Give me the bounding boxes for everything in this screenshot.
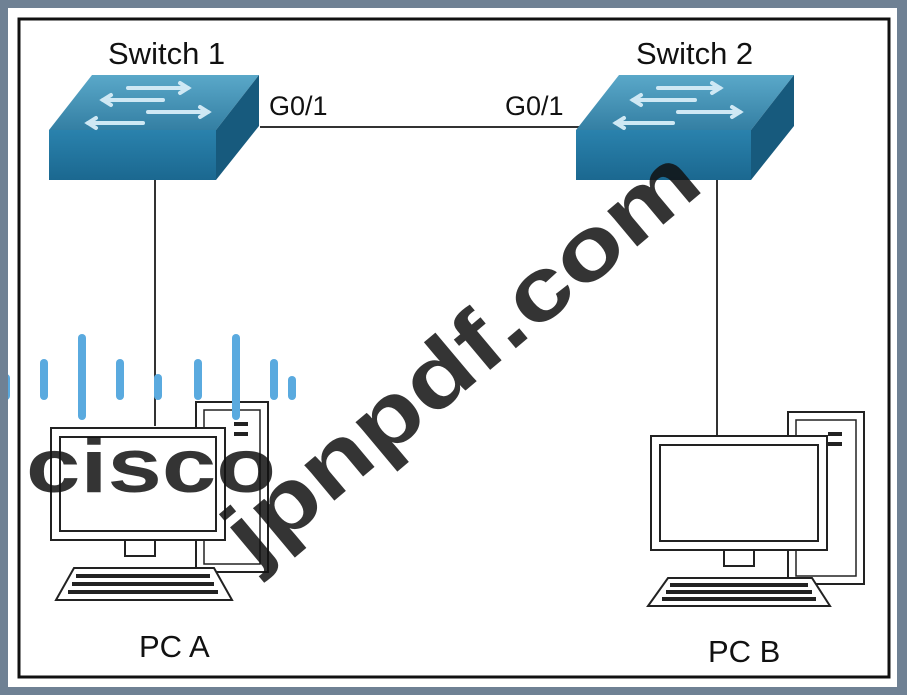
diagram-frame: cisco jpnpdf.com Switch 1 Switch 2 G0/1 … <box>8 8 897 687</box>
switch-1-arrows-icon <box>84 81 212 130</box>
pc-a <box>50 401 269 601</box>
network-topology-diagram: cisco jpnpdf.com Switch 1 Switch 2 G0/1 … <box>8 17 891 679</box>
cisco-logo <box>8 334 296 420</box>
pc-b <box>646 411 865 607</box>
switch-1-front <box>49 130 216 180</box>
pc-b-label: PC B <box>708 634 780 669</box>
site-watermark-text: jpnpdf.com <box>201 127 719 584</box>
cisco-logo-text: cisco <box>26 424 276 509</box>
switch-2-port-label: G0/1 <box>505 91 564 121</box>
switch-1-label: Switch 1 <box>108 36 225 71</box>
switch-2-arrows-icon <box>612 81 744 130</box>
diagram-border <box>17 17 891 679</box>
switch-1-port-label: G0/1 <box>269 91 328 121</box>
switch-1 <box>49 75 259 180</box>
switch-1-side <box>216 75 259 180</box>
switch-2-side <box>751 75 794 180</box>
switch-2 <box>576 75 794 180</box>
pc-a-label: PC A <box>139 629 210 664</box>
switch-1-top <box>49 75 259 130</box>
switch-2-label: Switch 2 <box>636 36 753 71</box>
switch-2-front <box>576 130 751 180</box>
switch-2-top <box>576 75 794 130</box>
